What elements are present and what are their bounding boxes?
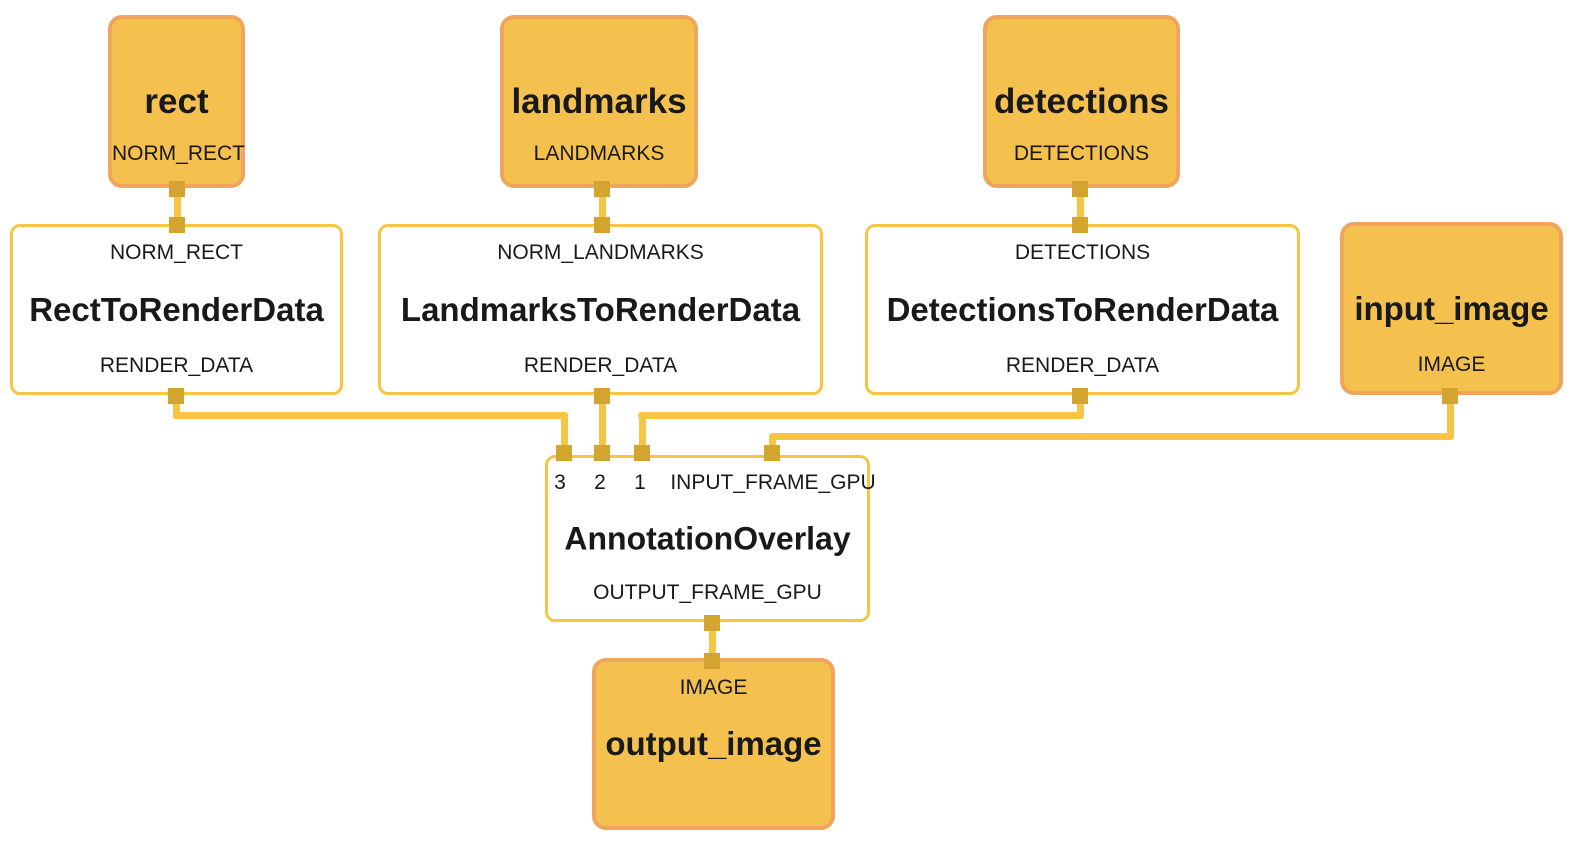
input-port-label-1: 1 <box>634 471 646 494</box>
edge-segment <box>599 395 606 457</box>
output-port-label: RENDER_DATA <box>99 354 254 377</box>
input-port-label-frame-gpu: INPUT_FRAME_GPU <box>670 471 876 494</box>
node-title: input_image <box>1354 289 1549 327</box>
output-port-label: IMAGE <box>1417 353 1486 376</box>
node-annotation-overlay[interactable]: 3 2 1 INPUT_FRAME_GPU AnnotationOverlay … <box>545 455 876 622</box>
node-title: landmarks <box>511 81 687 121</box>
node-rect-to-render-data[interactable]: NORM_RECT RectToRenderData RENDER_DATA <box>10 224 343 395</box>
edge-segment <box>599 186 606 228</box>
port-connector <box>634 445 650 461</box>
edge-segment <box>639 413 646 457</box>
output-port-label: LANDMARKS <box>533 142 665 165</box>
port-connector <box>764 445 780 461</box>
port-connector <box>704 615 720 631</box>
output-port-label: RENDER_DATA <box>523 354 678 377</box>
port-connector <box>594 445 610 461</box>
port-connector <box>594 181 610 197</box>
edge-segment <box>561 413 568 457</box>
port-connector <box>1072 388 1088 404</box>
edge-segment <box>638 412 1084 419</box>
edge-segment <box>1447 395 1454 439</box>
edge-segment <box>173 395 180 419</box>
input-port-label: NORM_RECT <box>109 241 243 264</box>
input-port-label: DETECTIONS <box>1014 241 1151 264</box>
edge-segment <box>174 186 181 228</box>
node-rect[interactable]: rect NORM_RECT <box>108 15 245 188</box>
node-landmarks-to-render-data[interactable]: NORM_LANDMARKS LandmarksToRenderData REN… <box>378 224 823 395</box>
output-port-label: NORM_RECT <box>112 142 246 165</box>
edge-segment <box>173 412 568 419</box>
node-detections[interactable]: detections DETECTIONS <box>983 15 1180 188</box>
port-connector <box>1442 388 1458 404</box>
input-port-label-3: 3 <box>554 471 566 494</box>
port-connector <box>556 445 572 461</box>
port-connector <box>594 388 610 404</box>
edge-segment <box>1077 395 1084 419</box>
edge-segment <box>709 620 716 664</box>
node-title: rect <box>144 81 209 121</box>
node-title: detections <box>993 81 1170 121</box>
output-port-label: DETECTIONS <box>1013 142 1150 165</box>
port-connector <box>169 217 185 233</box>
input-port-label: IMAGE <box>679 676 748 699</box>
node-output-image[interactable]: IMAGE output_image <box>592 658 835 830</box>
node-landmarks[interactable]: landmarks LANDMARKS <box>500 15 698 188</box>
node-title: DetectionsToRenderData <box>886 290 1279 328</box>
input-port-label-2: 2 <box>594 471 606 494</box>
output-port-label: OUTPUT_FRAME_GPU <box>593 581 822 604</box>
node-title: RectToRenderData <box>29 290 324 328</box>
output-port-label: RENDER_DATA <box>1005 354 1160 377</box>
edge-segment <box>1077 186 1084 228</box>
port-connector <box>704 653 720 669</box>
node-title: AnnotationOverlay <box>564 520 851 556</box>
node-title: LandmarksToRenderData <box>400 290 801 328</box>
edge-segment <box>769 433 1454 440</box>
input-port-label: NORM_LANDMARKS <box>497 241 704 264</box>
port-connector <box>1072 181 1088 197</box>
node-detections-to-render-data[interactable]: DETECTIONS DetectionsToRenderData RENDER… <box>865 224 1300 395</box>
port-connector <box>168 388 184 404</box>
node-input-image[interactable]: input_image IMAGE <box>1340 222 1563 395</box>
port-connector <box>169 181 185 197</box>
port-connector <box>1072 217 1088 233</box>
port-connector <box>594 217 610 233</box>
node-title: output_image <box>605 725 822 762</box>
